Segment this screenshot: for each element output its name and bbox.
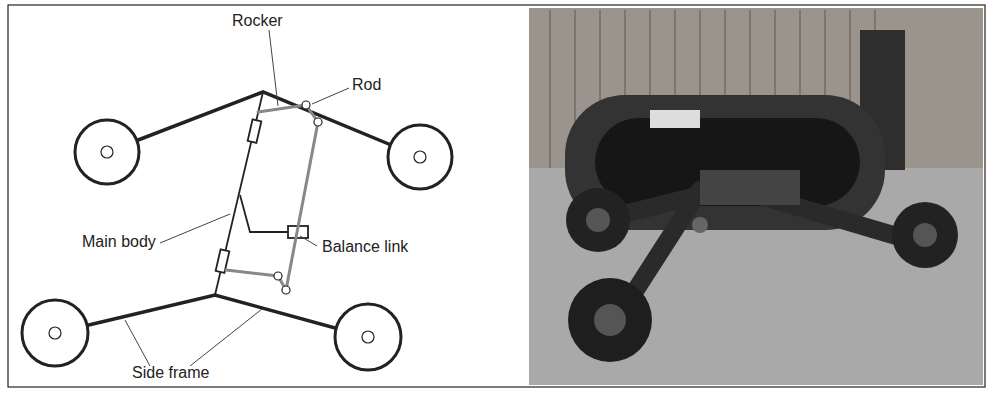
part-label: Side frame xyxy=(132,364,209,382)
part-label: Rod xyxy=(352,76,381,94)
wheel-symbol xyxy=(22,120,452,370)
part-label: Main body xyxy=(82,233,156,251)
part-label: Rocker xyxy=(232,12,283,30)
part-label: Balance link xyxy=(322,238,408,256)
side-frame-drawing xyxy=(55,92,420,337)
rocker-rod-link-drawing xyxy=(226,105,318,290)
figure-border xyxy=(8,5,985,387)
pivot-dot xyxy=(274,101,322,294)
robot-photo xyxy=(529,8,983,385)
main-body-drawing xyxy=(215,92,308,295)
leader-line xyxy=(125,30,349,366)
